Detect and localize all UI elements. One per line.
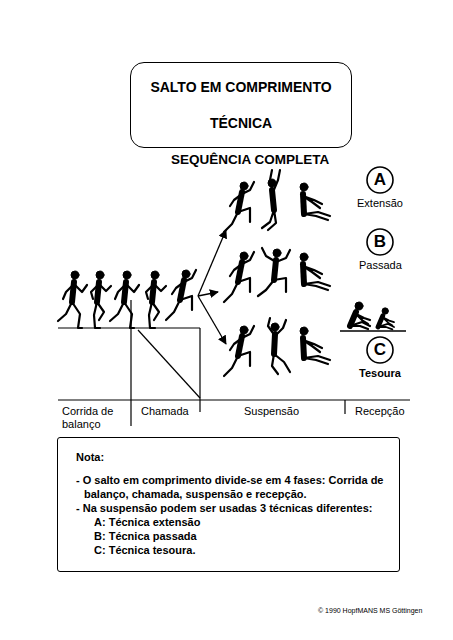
branch-arrows [198, 230, 226, 344]
technique-circle: C [366, 336, 394, 364]
runner-figure [146, 271, 166, 328]
technique-circle: B [366, 228, 394, 256]
phase-divider [130, 300, 131, 426]
phase-axis [58, 399, 410, 400]
extension-row [224, 170, 330, 232]
arrow [198, 292, 218, 296]
technique-label: Tesoura [359, 367, 401, 380]
landing-figure [350, 302, 370, 329]
note-box: Nota: - O salto em comprimento divide-se … [57, 437, 400, 572]
technique-label: Passada [359, 259, 402, 272]
section-heading: SEQUÊNCIA COMPLETA [171, 152, 329, 168]
technique-letter: A [366, 166, 394, 194]
subtitle-text: TÉCNICA [210, 115, 272, 131]
phase-label: Chamada [141, 405, 189, 418]
note-line: - O salto em comprimento divide-se em 4 … [76, 473, 385, 501]
circle-shape [367, 229, 393, 255]
jumper-figure [268, 318, 290, 374]
circle-shape [367, 337, 393, 363]
leader-line [138, 330, 200, 398]
jumper-figure [224, 326, 254, 376]
ground-line [58, 327, 200, 328]
jumper-figure [300, 327, 330, 364]
jumper-figure [224, 182, 254, 232]
phase-label: Corrida de balanço [62, 405, 124, 431]
note-line: A: Técnica extensão [76, 515, 385, 529]
stride-row [224, 248, 330, 302]
jumper-figure [258, 248, 290, 296]
pit-line [340, 330, 406, 331]
technique-label: Extensão [357, 197, 403, 210]
arrow [198, 230, 226, 296]
technique-circle: A [366, 166, 394, 194]
landing-figures [340, 302, 406, 331]
phase-label: Recepção [355, 405, 405, 418]
note-line: C: Técnica tesoura. [76, 543, 385, 557]
runner-figure [58, 271, 87, 328]
phase-label: Suspensão [244, 405, 299, 418]
run-up-figures [58, 270, 196, 328]
technique-letter: B [366, 228, 394, 256]
copyright-note: © 1990 HopfMANS MS Göttingen [318, 607, 422, 615]
jumper-figure [262, 170, 280, 230]
runner-figure [91, 271, 111, 328]
title-text: SALTO EM COMPRIMENTO [150, 79, 331, 95]
takeoff-figure [166, 270, 196, 320]
landing-figure [378, 308, 394, 330]
arrow [198, 296, 226, 344]
jumper-figure [300, 253, 330, 290]
scissor-row [224, 318, 330, 376]
runner-figure [110, 271, 139, 328]
note-line: B: Técnica passada [76, 529, 385, 543]
circle-shape [367, 167, 393, 193]
jumper-figure [300, 183, 330, 220]
technique-letter: C [366, 336, 394, 364]
note-heading: Nota: [76, 450, 385, 464]
jumper-figure [224, 252, 254, 302]
phase-divider [344, 400, 345, 414]
note-line: - Na suspensão podem ser usadas 3 técnic… [76, 501, 385, 515]
title-box: SALTO EM COMPRIMENTO TÉCNICA [130, 62, 352, 148]
